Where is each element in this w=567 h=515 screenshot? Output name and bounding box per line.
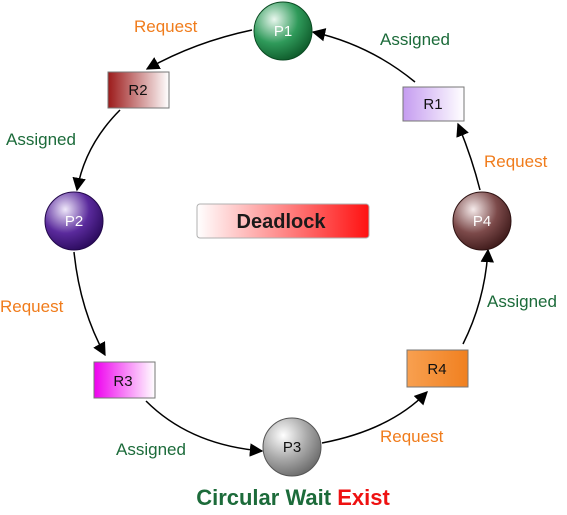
edge-label-r1-p1: Assigned: [380, 30, 450, 49]
process-label-p3: P3: [283, 439, 301, 456]
edge-label-p3-r4: Request: [380, 427, 444, 446]
edge-labels: Request Assigned Request Assigned Reques…: [0, 17, 557, 459]
edge-label-r4-p4: Assigned: [487, 292, 557, 311]
resource-label-r3: R3: [113, 373, 132, 390]
edges: [72, 28, 495, 457]
process-p2: P2: [44, 191, 104, 251]
edge-r3-p3: [145, 400, 264, 457]
edge-r4-p4: [462, 248, 495, 345]
edge-p4-r1: [456, 122, 481, 191]
process-label-p2: P2: [65, 213, 83, 230]
deadlock-badge: Deadlock: [196, 203, 370, 239]
resource-r1: R1: [402, 86, 465, 122]
edge-p3-r4: [321, 391, 428, 444]
resource-r3: R3: [93, 361, 156, 399]
process-p4: P4: [452, 191, 512, 251]
process-label-p1: P1: [274, 23, 292, 40]
resource-r2: R2: [107, 71, 170, 109]
footer-part2: Exist: [337, 485, 390, 510]
edge-r1-p1: [311, 28, 416, 83]
footer-caption: Circular Wait Exist: [196, 485, 390, 510]
process-p3: P3: [262, 417, 322, 477]
edge-r2-p2: [72, 109, 121, 192]
deadlock-label: Deadlock: [237, 211, 327, 233]
edge-p2-r3: [73, 251, 106, 357]
footer-part1: Circular Wait: [196, 485, 332, 510]
edge-label-p1-r2: Request: [134, 17, 198, 36]
resource-label-r4: R4: [427, 361, 446, 378]
process-p1: P1: [253, 1, 313, 61]
edge-label-p4-r1: Request: [484, 152, 548, 171]
process-label-p4: P4: [473, 213, 491, 230]
edge-label-p2-r3: Request: [0, 297, 64, 316]
edge-label-r3-p3: Assigned: [116, 440, 186, 459]
edge-label-r2-p2: Assigned: [6, 130, 76, 149]
edge-p1-r2: [145, 29, 253, 70]
resource-r4: R4: [406, 349, 469, 388]
resource-label-r1: R1: [423, 96, 442, 113]
resource-label-r2: R2: [128, 82, 147, 99]
